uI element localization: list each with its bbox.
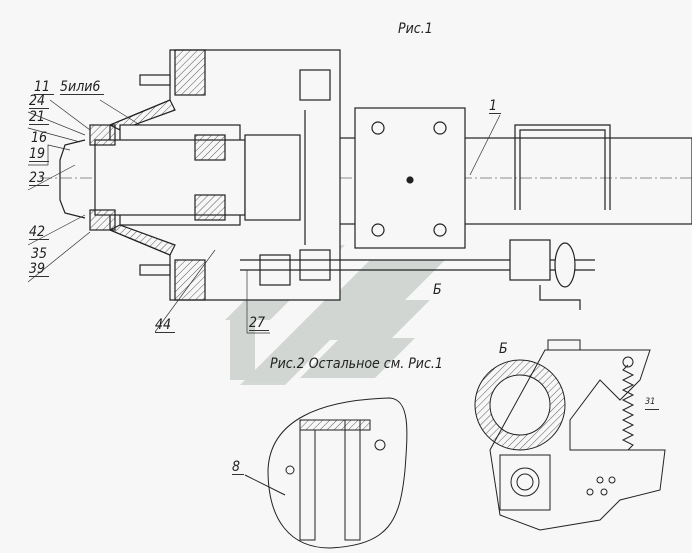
callout-5or6: 5или6 <box>60 80 105 95</box>
callout-16: 16 <box>31 130 48 146</box>
figure2-title: Рис.2 Остальное см. Рис.1 <box>270 356 443 372</box>
callout-31: 31 <box>645 395 660 410</box>
axle-beam <box>40 107 692 249</box>
callout-19: 19 <box>29 147 50 162</box>
leader-lines <box>27 99 501 334</box>
view-b-title: Б <box>499 341 508 357</box>
callout-27: 27 <box>249 316 270 331</box>
callout-11: 11 <box>34 80 55 95</box>
view-b-detail <box>474 339 666 531</box>
wheel-hub <box>59 49 595 310</box>
callout-42: 42 <box>29 225 50 240</box>
callout-23: 23 <box>29 171 50 186</box>
figure2-detail <box>244 397 408 549</box>
callout-24: 24 <box>29 94 50 109</box>
figure1-title: Рис.1 <box>398 21 433 37</box>
callout-35: 35 <box>31 246 48 262</box>
callout-1: 1 <box>489 99 502 114</box>
callout-44: 44 <box>155 318 176 333</box>
view-marker-b: Б <box>433 282 442 298</box>
callout-21: 21 <box>29 110 50 125</box>
callout-8: 8 <box>232 460 245 475</box>
callout-39: 39 <box>29 262 50 277</box>
